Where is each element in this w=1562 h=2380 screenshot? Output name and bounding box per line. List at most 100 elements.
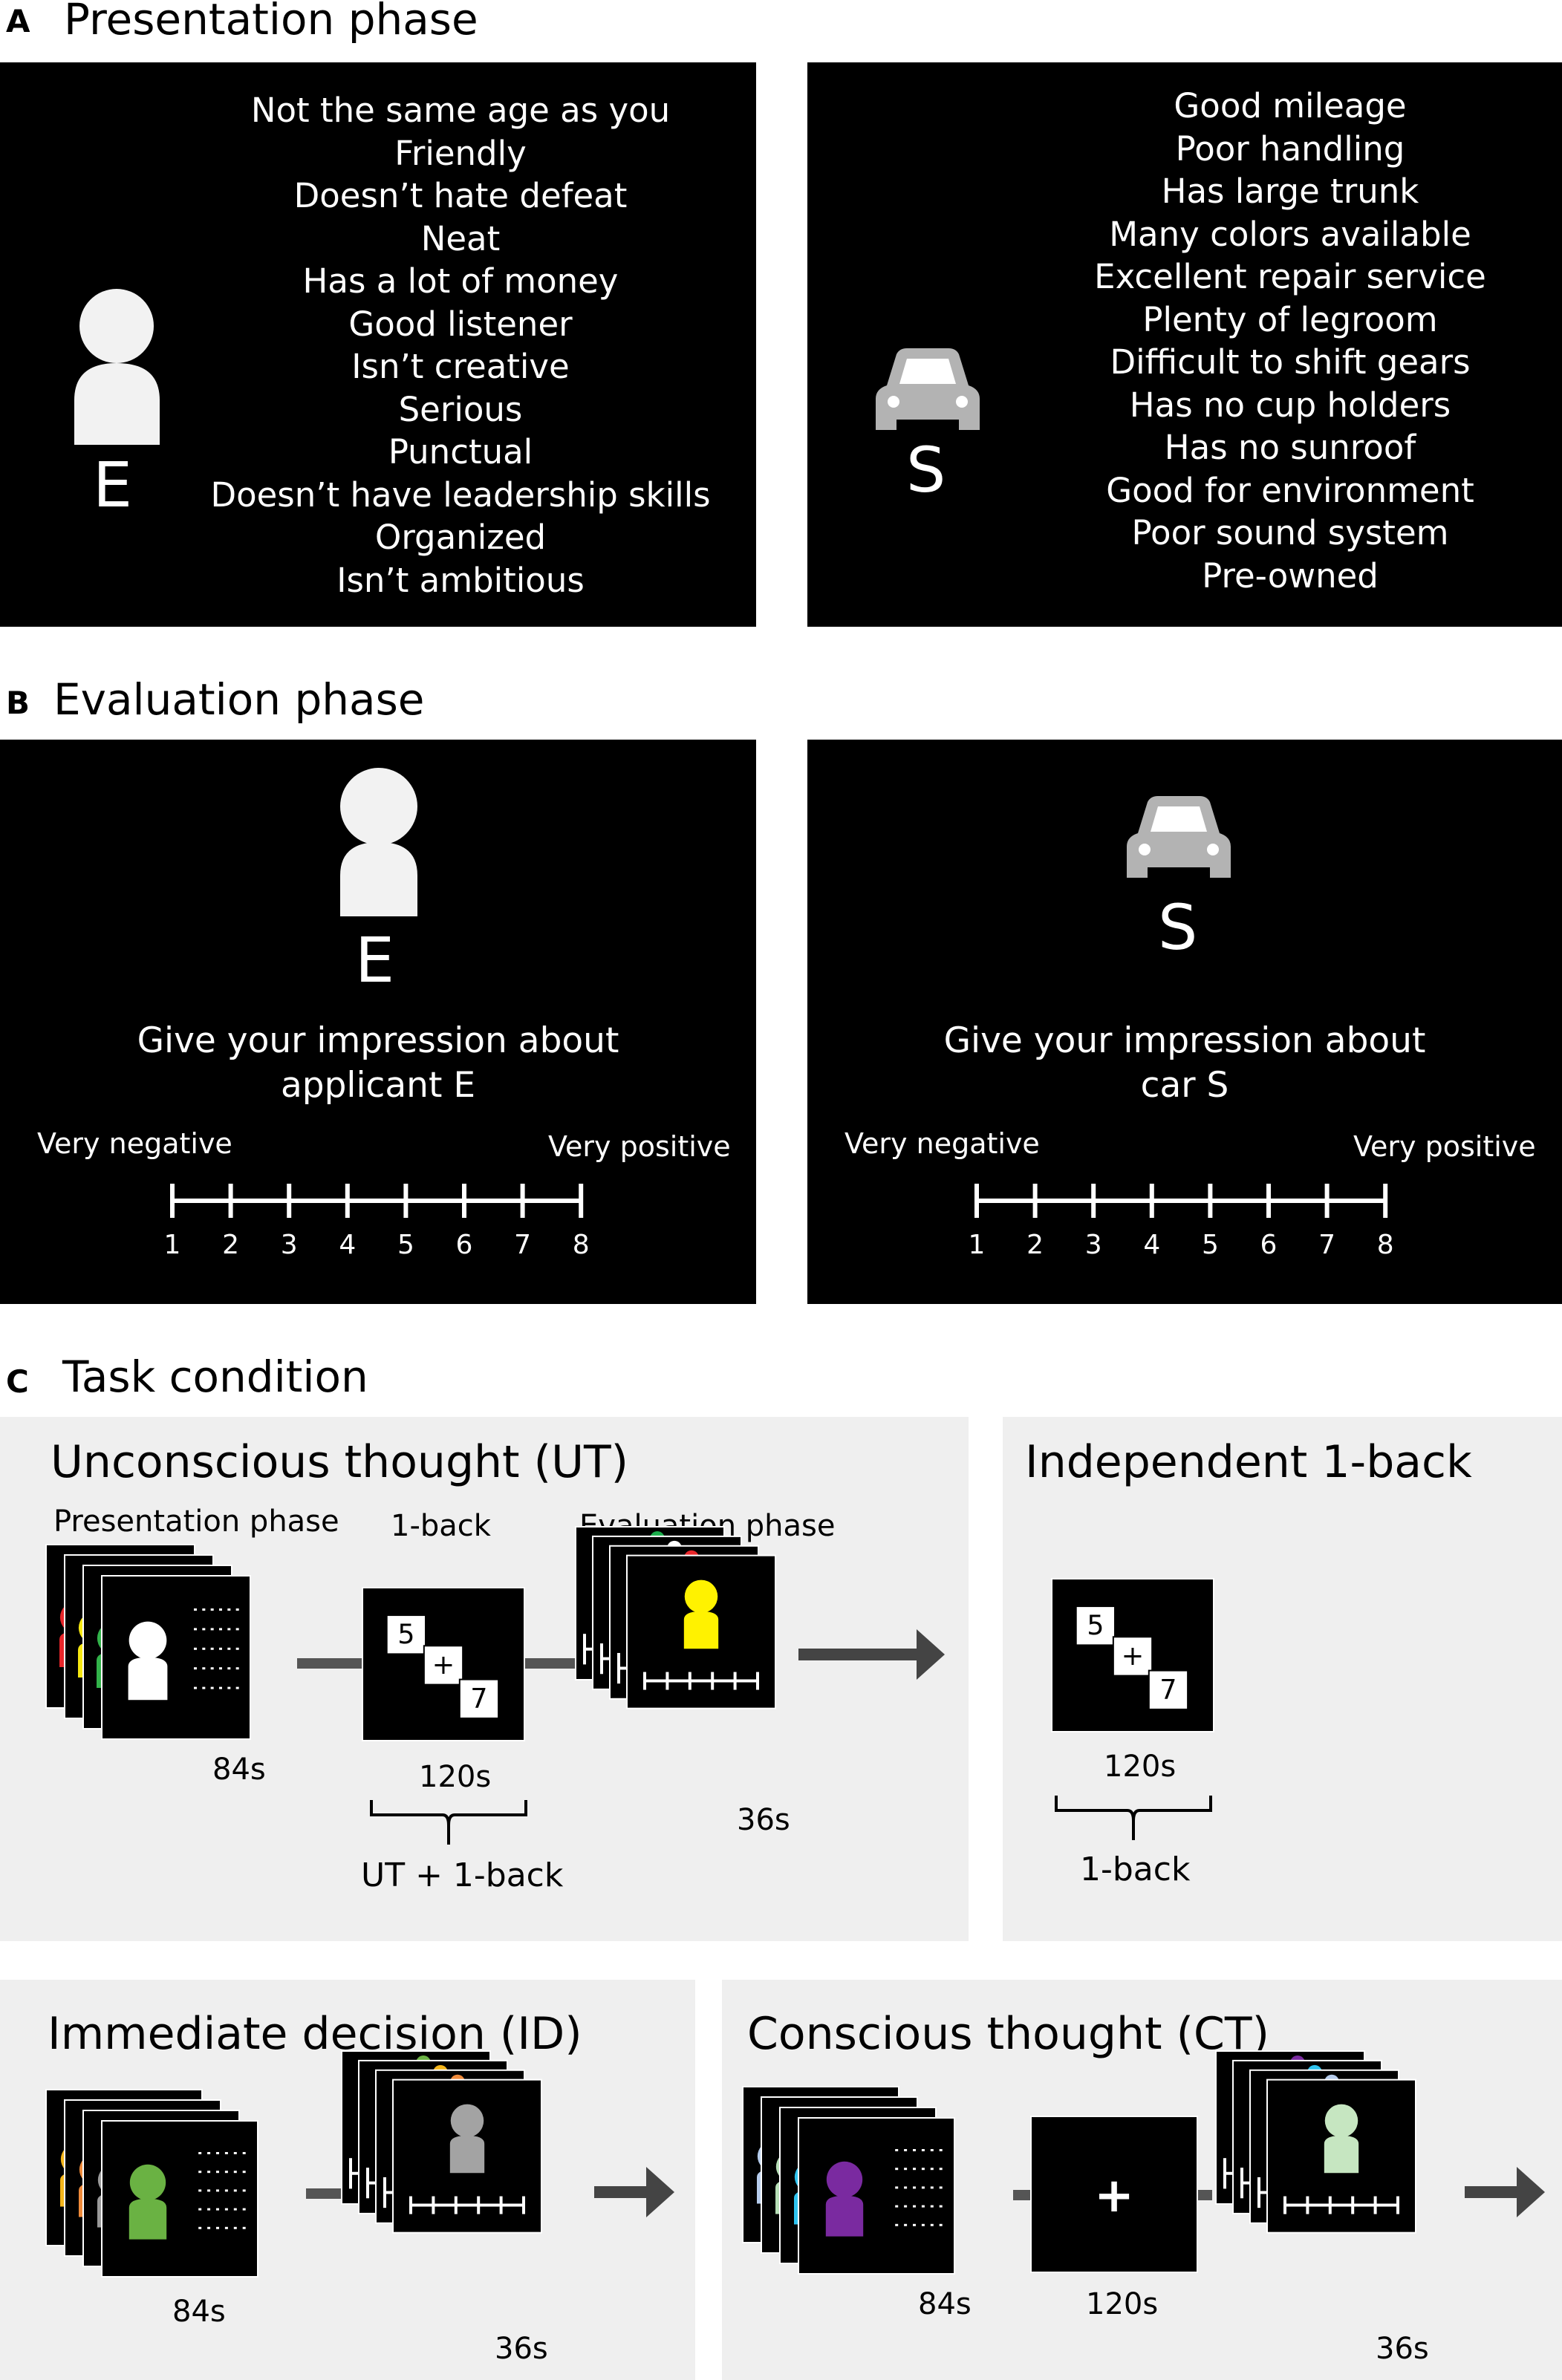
text-dot [202, 1647, 206, 1650]
fixation-cross-text: + [1094, 2168, 1134, 2223]
independent-brace-label: 1-back [1080, 1851, 1191, 1888]
text-dot [233, 2208, 237, 2211]
attribute-item: Poor handling [1175, 128, 1405, 169]
text-dot [224, 2208, 228, 2211]
text-dot [921, 2168, 925, 2171]
attribute-item: Plenty of legroom [1142, 299, 1438, 339]
text-dot [219, 1647, 222, 1650]
text-dot [235, 1647, 239, 1650]
text-dot [921, 2205, 925, 2208]
text-dot [913, 2168, 916, 2171]
attribute-item: Has no sunroof [1164, 428, 1416, 467]
text-dot [224, 2171, 228, 2174]
text-dot [913, 2149, 916, 2151]
stimulus-screen [1030, 2116, 1198, 2273]
scale-number: 3 [280, 1230, 298, 1260]
text-dot [939, 2205, 943, 2208]
text-dot [202, 1628, 206, 1631]
section-c-title: Task condition [62, 1352, 368, 1402]
ct-flow-diagram: + [742, 2050, 1545, 2275]
attribute-item: Poor sound system [1131, 513, 1449, 552]
arrow-head-icon [646, 2167, 674, 2217]
digit-text: + [432, 1649, 455, 1680]
ct-fixation-time: 120s [1086, 2287, 1159, 2321]
scale-number: 2 [222, 1230, 240, 1260]
text-dot [235, 1686, 239, 1689]
digit-text: 7 [470, 1682, 487, 1714]
attribute-item: Has large trunk [1161, 172, 1419, 211]
scale-number: 1 [968, 1230, 986, 1260]
car-letter: S [906, 434, 946, 506]
ut-oneback-time: 120s [419, 1760, 492, 1794]
text-dot [207, 2152, 211, 2154]
text-dot [207, 2226, 211, 2229]
text-dot [210, 1686, 214, 1689]
id-flow-diagram [45, 2050, 674, 2278]
text-dot [233, 2171, 237, 2174]
ut-flow-diagram: 5+7 [45, 1526, 945, 1845]
text-dot [233, 2152, 237, 2154]
text-dot [930, 2168, 934, 2171]
digit-text: 5 [1087, 1609, 1104, 1641]
ct-presentation-time: 84s [918, 2287, 972, 2321]
person-icon [128, 1621, 167, 1660]
scale-number: 8 [1376, 1230, 1394, 1260]
digit-card [1148, 1669, 1189, 1710]
attribute-item: Has a lot of money [302, 261, 619, 301]
person-icon [826, 2161, 863, 2198]
text-dot [207, 2171, 211, 2174]
ut-condition-box: Unconscious thought (UT) Presentation ph… [0, 1417, 969, 1941]
text-dot [210, 1608, 214, 1611]
text-dot [227, 1647, 231, 1650]
scale-number: 5 [1201, 1230, 1219, 1260]
attribute-item: Has no cup holders [1129, 385, 1451, 425]
scale-low-label: Very negative [37, 1127, 232, 1160]
text-dot [930, 2149, 934, 2151]
ut-oneback-label: 1-back [391, 1509, 491, 1543]
text-dot [895, 2149, 899, 2151]
ut-presentation-time: 84s [212, 1753, 266, 1787]
text-dot [939, 2223, 943, 2226]
scale-high-label: Very positive [548, 1130, 731, 1163]
text-dot [913, 2205, 916, 2208]
digit-text: 7 [1159, 1673, 1177, 1705]
text-dot [198, 2152, 202, 2154]
ut-brace-label: UT + 1-back [361, 1856, 564, 1894]
person-body [449, 2135, 485, 2174]
attribute-item: Good listener [348, 304, 573, 344]
text-dot [210, 1628, 214, 1631]
scale-number: 7 [514, 1230, 532, 1260]
car-icon [1127, 796, 1231, 878]
text-dot [227, 1608, 231, 1611]
ut-title: Unconscious thought (UT) [51, 1436, 629, 1488]
text-dot [216, 2208, 219, 2211]
text-dot [194, 1686, 197, 1689]
text-dot [939, 2149, 943, 2151]
person-icon [340, 768, 417, 916]
scale-number: 6 [1260, 1230, 1278, 1260]
text-dot [921, 2186, 925, 2189]
text-dot [202, 1686, 206, 1689]
scale-number: 4 [1143, 1230, 1161, 1260]
car-icon [876, 348, 980, 430]
text-dot [198, 2171, 202, 2174]
text-dot [921, 2223, 925, 2226]
text-dot [904, 2186, 908, 2189]
attribute-item: Isn’t creative [351, 347, 570, 386]
independent-time: 120s [1104, 1750, 1177, 1784]
scale-number: 5 [397, 1230, 414, 1260]
text-dot [198, 2208, 202, 2211]
text-dot [904, 2223, 908, 2226]
scale-number: 4 [339, 1230, 357, 1260]
text-dot [930, 2223, 934, 2226]
applicant-prompt-line1: Give your impression about [137, 1020, 619, 1061]
arrow-head-icon [917, 1629, 945, 1680]
section-a-letter: A [6, 3, 30, 39]
ut-evaluation-time: 36s [737, 1803, 790, 1837]
person-body [825, 2195, 864, 2237]
scale-low-label: Very negative [845, 1127, 1040, 1160]
section-a-title: Presentation phase [64, 0, 478, 45]
section-b-letter: B [6, 685, 30, 721]
